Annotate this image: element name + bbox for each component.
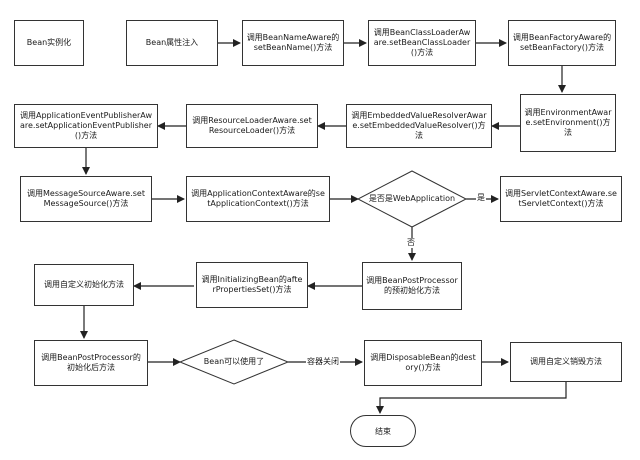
decision-web-application-label: 是否是WebApplication bbox=[368, 194, 456, 203]
node-set-environment: 调用EnvironmentAware.setEnvironment()方法 bbox=[520, 94, 616, 152]
node-bean-post-processor-after-init: 调用BeanPostProcessor的初始化后方法 bbox=[34, 340, 148, 386]
node-set-bean-class-loader: 调用BeanClassLoaderAware.setBeanClassLoade… bbox=[368, 20, 476, 66]
edge-label-container-close: 容器关闭 bbox=[306, 357, 340, 367]
decision-bean-usable-label: Bean可以使用了 bbox=[203, 357, 265, 366]
edge-label-no: 否 bbox=[406, 238, 416, 248]
node-custom-init-method: 调用自定义初始化方法 bbox=[34, 264, 134, 306]
edge-label-yes: 是 bbox=[476, 193, 486, 203]
node-set-bean-name: 调用BeanNameAware的setBeanName()方法 bbox=[242, 20, 344, 66]
decision-web-application-shape bbox=[356, 170, 468, 228]
node-set-embedded-value-resolver: 调用EmbeddedValueResolverAware.setEmbedded… bbox=[346, 104, 492, 148]
node-set-resource-loader: 调用ResourceLoaderAware.setResourceLoader(… bbox=[186, 104, 318, 148]
node-custom-destroy-method: 调用自定义销毁方法 bbox=[510, 342, 622, 382]
node-bean-property-injection: Bean属性注入 bbox=[126, 20, 218, 66]
node-set-servlet-context: 调用ServletContextAware.setServletContext(… bbox=[500, 176, 622, 222]
decision-bean-usable-shape bbox=[178, 339, 290, 385]
node-after-properties-set: 调用InitializingBean的afterPropertiesSet()方… bbox=[196, 262, 308, 308]
node-end: 结束 bbox=[350, 415, 416, 447]
node-bean-post-processor-before-init: 调用BeanPostProcessor的预初始化方法 bbox=[362, 262, 462, 310]
arrow-n18-end bbox=[376, 381, 567, 414]
node-set-application-event-publisher: 调用ApplicationEventPublisherAware.setAppl… bbox=[14, 104, 158, 148]
node-disposable-bean-destroy: 调用DisposableBean的destory()方法 bbox=[364, 340, 482, 386]
node-set-application-context: 调用ApplicationContextAware的setApplication… bbox=[186, 176, 330, 222]
node-bean-instantiation: Bean实例化 bbox=[14, 20, 84, 66]
node-set-bean-factory: 调用BeanFactoryAware的setBeanFactory()方法 bbox=[508, 20, 616, 66]
node-set-message-source: 调用MessageSourceAware.setMessageSource()方… bbox=[20, 176, 152, 222]
